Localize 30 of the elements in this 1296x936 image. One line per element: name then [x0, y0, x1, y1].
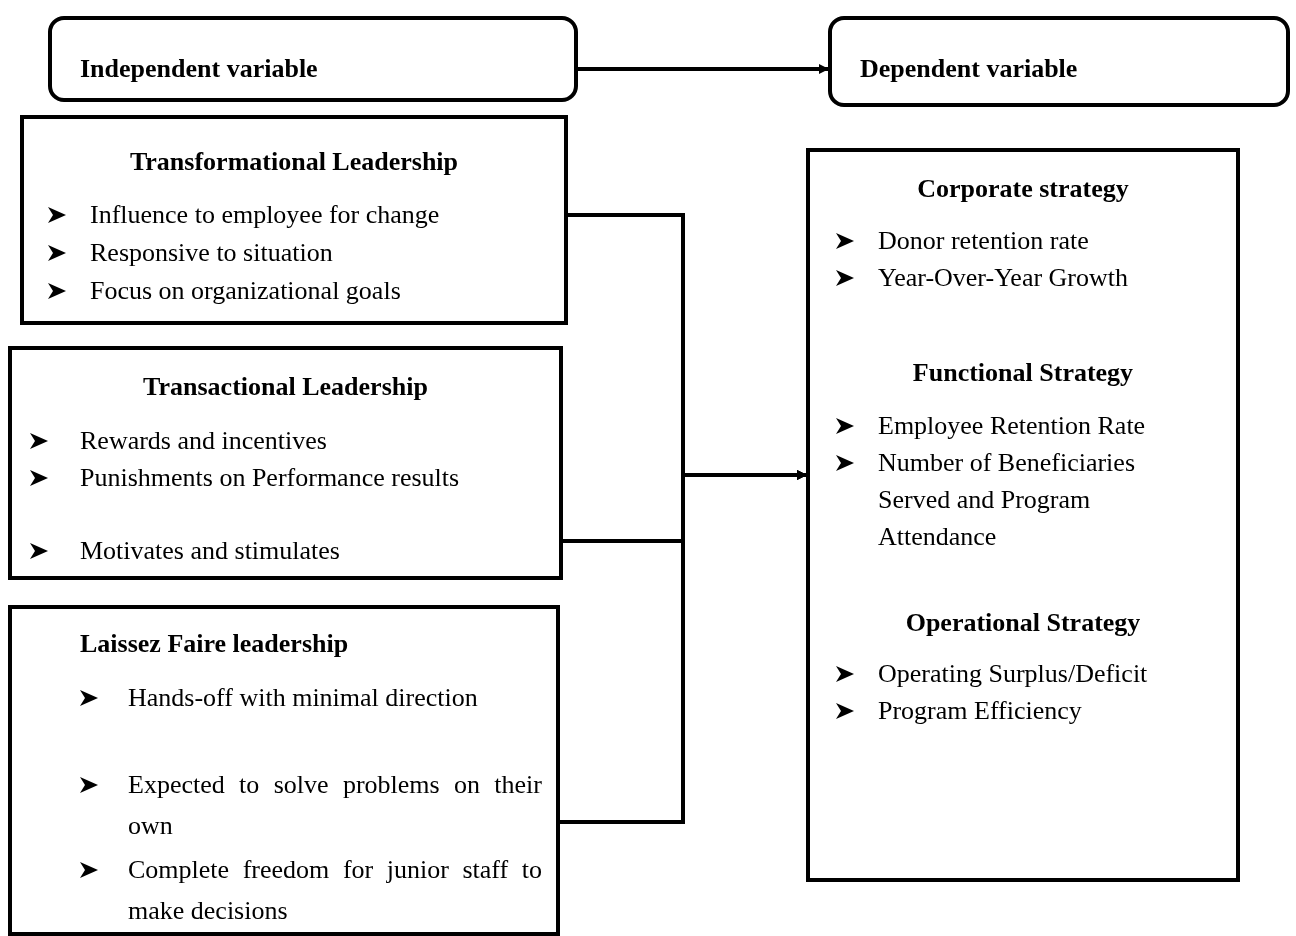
- variable-box: [48, 16, 578, 102]
- bullet-text: Number of Beneficiaries Served and Program Attendance: [878, 447, 1136, 553]
- heading-text: Independent variable: [80, 53, 319, 85]
- heading-text: Transactional Leadership: [142, 371, 429, 403]
- leadership-box: [20, 115, 568, 325]
- bullet-text: Operating Surplus/Deficit: [878, 658, 1149, 690]
- strategy-box: [806, 148, 1240, 882]
- bullet-text: Year-Over-Year Growth: [878, 262, 1129, 294]
- bullet-text: Complete freedom for junior staff to make decisions: [128, 854, 542, 927]
- heading-text: Operational Strategy: [904, 607, 1142, 639]
- bullet-text: Employee Retention Rate: [878, 410, 1147, 442]
- heading-text: Dependent variable: [860, 53, 1079, 85]
- bullet-text: Program Efficiency: [878, 695, 1083, 727]
- bullet-text: Expected to solve problems on their own: [128, 769, 542, 842]
- variable-box: [828, 16, 1290, 107]
- arrow: [578, 64, 829, 74]
- bullet-text: Donor retention rate: [878, 225, 1090, 257]
- bullet-text: Responsive to situation: [90, 237, 334, 269]
- heading-text: Corporate strategy: [916, 173, 1130, 205]
- bullet-text: Motivates and stimulates: [80, 535, 341, 567]
- heading-text: Transformational Leadership: [128, 146, 460, 178]
- bullet-text: Punishments on Performance results: [80, 462, 461, 494]
- bullet-text: Rewards and incentives: [80, 425, 328, 457]
- bullet-text: Focus on organizational goals: [90, 275, 402, 307]
- heading-text: Functional Strategy: [911, 357, 1135, 389]
- leadership-box: [8, 346, 563, 580]
- leadership-box: [8, 605, 560, 936]
- heading-text: Laissez Faire leadership: [80, 628, 350, 660]
- bullet-text: Influence to employee for change: [90, 199, 441, 231]
- bullet-text: Hands-off with minimal direction: [128, 682, 479, 714]
